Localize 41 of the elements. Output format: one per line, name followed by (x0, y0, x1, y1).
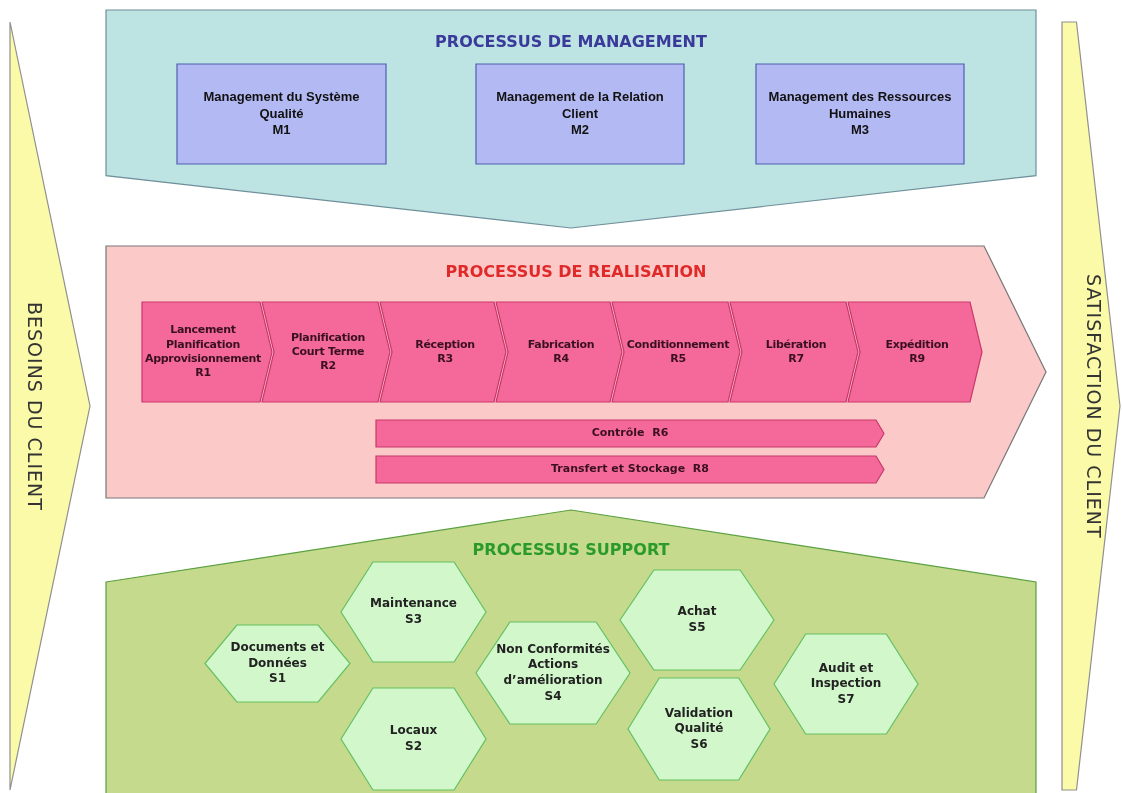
process-name: S1 (269, 671, 286, 687)
process-name: S2 (405, 739, 422, 755)
process-name: Libération (765, 337, 827, 352)
side-label: BESOINS DU CLIENT (23, 301, 48, 511)
section-title: PROCESSUS DE MANAGEMENT (435, 32, 707, 53)
process-name: S4 (544, 688, 562, 705)
process-name: Planification Court Terme (290, 330, 366, 360)
process-name: Contrôle R6 (591, 426, 669, 441)
process-name: M3 (849, 122, 871, 140)
process-name: Management du Système Qualité (202, 88, 361, 123)
process-name: Achat (677, 604, 717, 620)
process-name: R2 (320, 359, 336, 374)
process-name: S5 (688, 620, 706, 636)
process-name: Management de la Relation Client (495, 88, 665, 123)
process-name: Documents et Données (229, 640, 326, 672)
process-name: S6 (690, 736, 708, 753)
section-title: PROCESSUS SUPPORT (472, 540, 670, 561)
process-name: Non Conformités Actions d’amélioration (495, 641, 611, 689)
process-name: Fabrication (527, 337, 595, 352)
process-name: Audit et Inspection (809, 660, 883, 692)
section-title: PROCESSUS DE REALISATION (445, 262, 707, 283)
process-name: Transfert et Stockage R8 (551, 462, 709, 477)
process-name: R4 (553, 352, 569, 367)
process-name: R1 (195, 366, 211, 381)
side-label: SATISFACTION DU CLIENT (1082, 273, 1107, 539)
process-name: Réception (415, 337, 475, 352)
process-name: Locaux (389, 723, 438, 739)
process-name: R9 (909, 352, 925, 367)
process-name: Lancement Planification Approvisionnement (143, 323, 263, 367)
process-name: Maintenance (370, 596, 457, 612)
process-name: R5 (670, 352, 686, 367)
process-name: Management des Ressources Humaines (767, 88, 953, 123)
process-name: S3 (405, 612, 422, 628)
process-name: Conditionnement (626, 337, 730, 352)
process-name: R7 (788, 352, 804, 367)
process-name: Validation Qualité (663, 705, 735, 737)
process-name: R3 (437, 352, 453, 367)
process-name: M2 (569, 122, 591, 140)
process-name: M1 (271, 122, 292, 140)
process-name: Expédition (885, 337, 949, 352)
process-name: S7 (837, 691, 855, 708)
